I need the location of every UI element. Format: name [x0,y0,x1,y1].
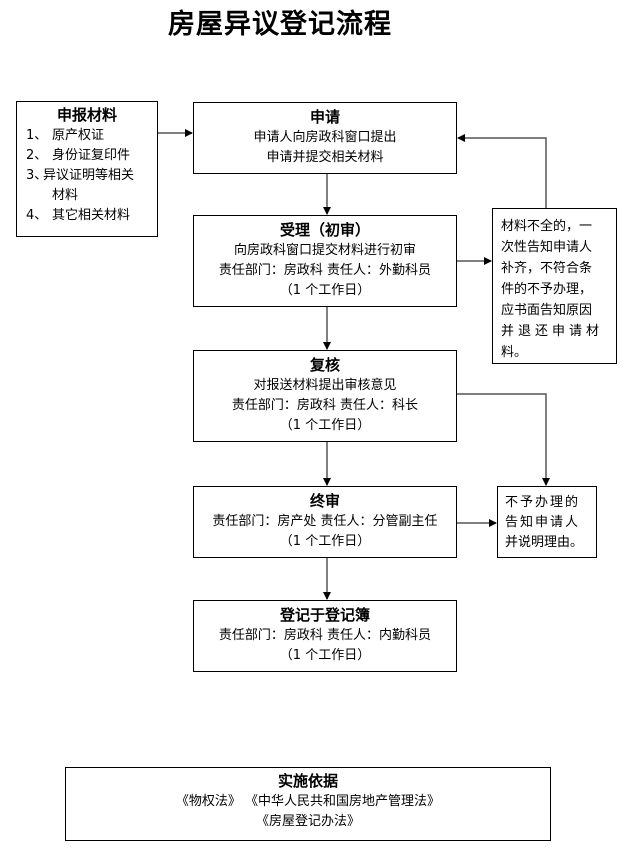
materials-box: 申报材料 1、原产权证 2、身份证复印件 3、异议证明等相关 材料 4、其它相关… [16,101,158,237]
note-line: 不予办理的 [505,495,581,510]
step-line: 申请人向房政科窗口提出 [253,130,397,145]
materials-heading: 申报材料 [56,106,117,124]
legal-basis-line: 《房屋登记办法》 [255,814,360,829]
arrow-review-to-reject [457,393,550,486]
step-final: 终审 责任部门：房产处 责任人：分管副主任 （1 个工作日） [193,486,457,558]
page-title: 房屋异议登记流程 [168,9,392,40]
note-line: 料。 [501,345,528,360]
step-responsibility: 责任部门：房政科 责任人：外勤科员 [218,263,432,278]
note-line: 并退还申请材 [501,324,604,339]
step-responsibility: 责任部门：房政科 责任人：科长 [231,398,419,413]
legal-basis-heading: 实施依据 [277,772,338,790]
material-item: 4、其它相关材料 [26,208,131,223]
step-review: 复核 对报送材料提出审核意见 责任部门：房政科 责任人：科长 （1 个工作日） [193,350,457,442]
material-item-continued: 材料 [52,188,79,203]
step-duration: （1 个工作日） [279,648,371,663]
note-line: 告知申请人 [505,515,581,530]
step-duration: （1 个工作日） [279,418,371,433]
note-line: 并说明理由。 [505,535,584,550]
note-rejection: 不予办理的 告知申请人 并说明理由。 [497,486,597,558]
step-accept: 受理（初审） 向房政科窗口提交材料进行初审 责任部门：房政科 责任人：外勤科员 … [193,215,457,307]
material-item: 2、身份证复印件 [26,148,131,163]
step-responsibility: 责任部门：房政科 责任人：内勤科员 [218,628,432,643]
step-heading: 终审 [309,492,340,510]
step-duration: （1 个工作日） [279,283,371,298]
note-line: 件的不予办理， [501,282,593,297]
note-line: 次性告知申请人 [501,240,593,255]
material-item: 3、异议证明等相关 [26,168,135,183]
step-heading: 受理（初审） [279,221,370,239]
legal-basis-line: 《物权法》 《中华人民共和国房地产管理法》 [175,794,441,809]
note-line: 材料不全的，一 [501,219,593,234]
note-line: 补齐，不符合条 [501,261,593,276]
step-register: 登记于登记簿 责任部门：房政科 责任人：内勤科员 （1 个工作日） [193,600,457,672]
step-apply: 申请 申请人向房政科窗口提出 申请并提交相关材料 [193,102,457,174]
note-incomplete-materials: 材料不全的，一 次性告知申请人 补齐，不符合条 件的不予办理， 应书面告知原因 … [492,208,617,364]
step-heading: 申请 [309,108,340,126]
step-heading: 复核 [309,356,340,374]
step-line: 向房政科窗口提交材料进行初审 [233,243,416,258]
step-responsibility: 责任部门：房产处 责任人：分管副主任 [212,514,438,529]
step-duration: （1 个工作日） [279,534,371,549]
arrow-incomplete-to-apply [457,134,547,208]
material-item: 1、原产权证 [26,128,105,143]
legal-basis-box: 实施依据 《物权法》 《中华人民共和国房地产管理法》 《房屋登记办法》 [65,767,551,841]
step-line: 申请并提交相关材料 [266,150,384,165]
step-line: 对报送材料提出审核意见 [253,378,397,393]
step-heading: 登记于登记簿 [279,606,370,624]
note-line: 应书面告知原因 [501,303,593,318]
